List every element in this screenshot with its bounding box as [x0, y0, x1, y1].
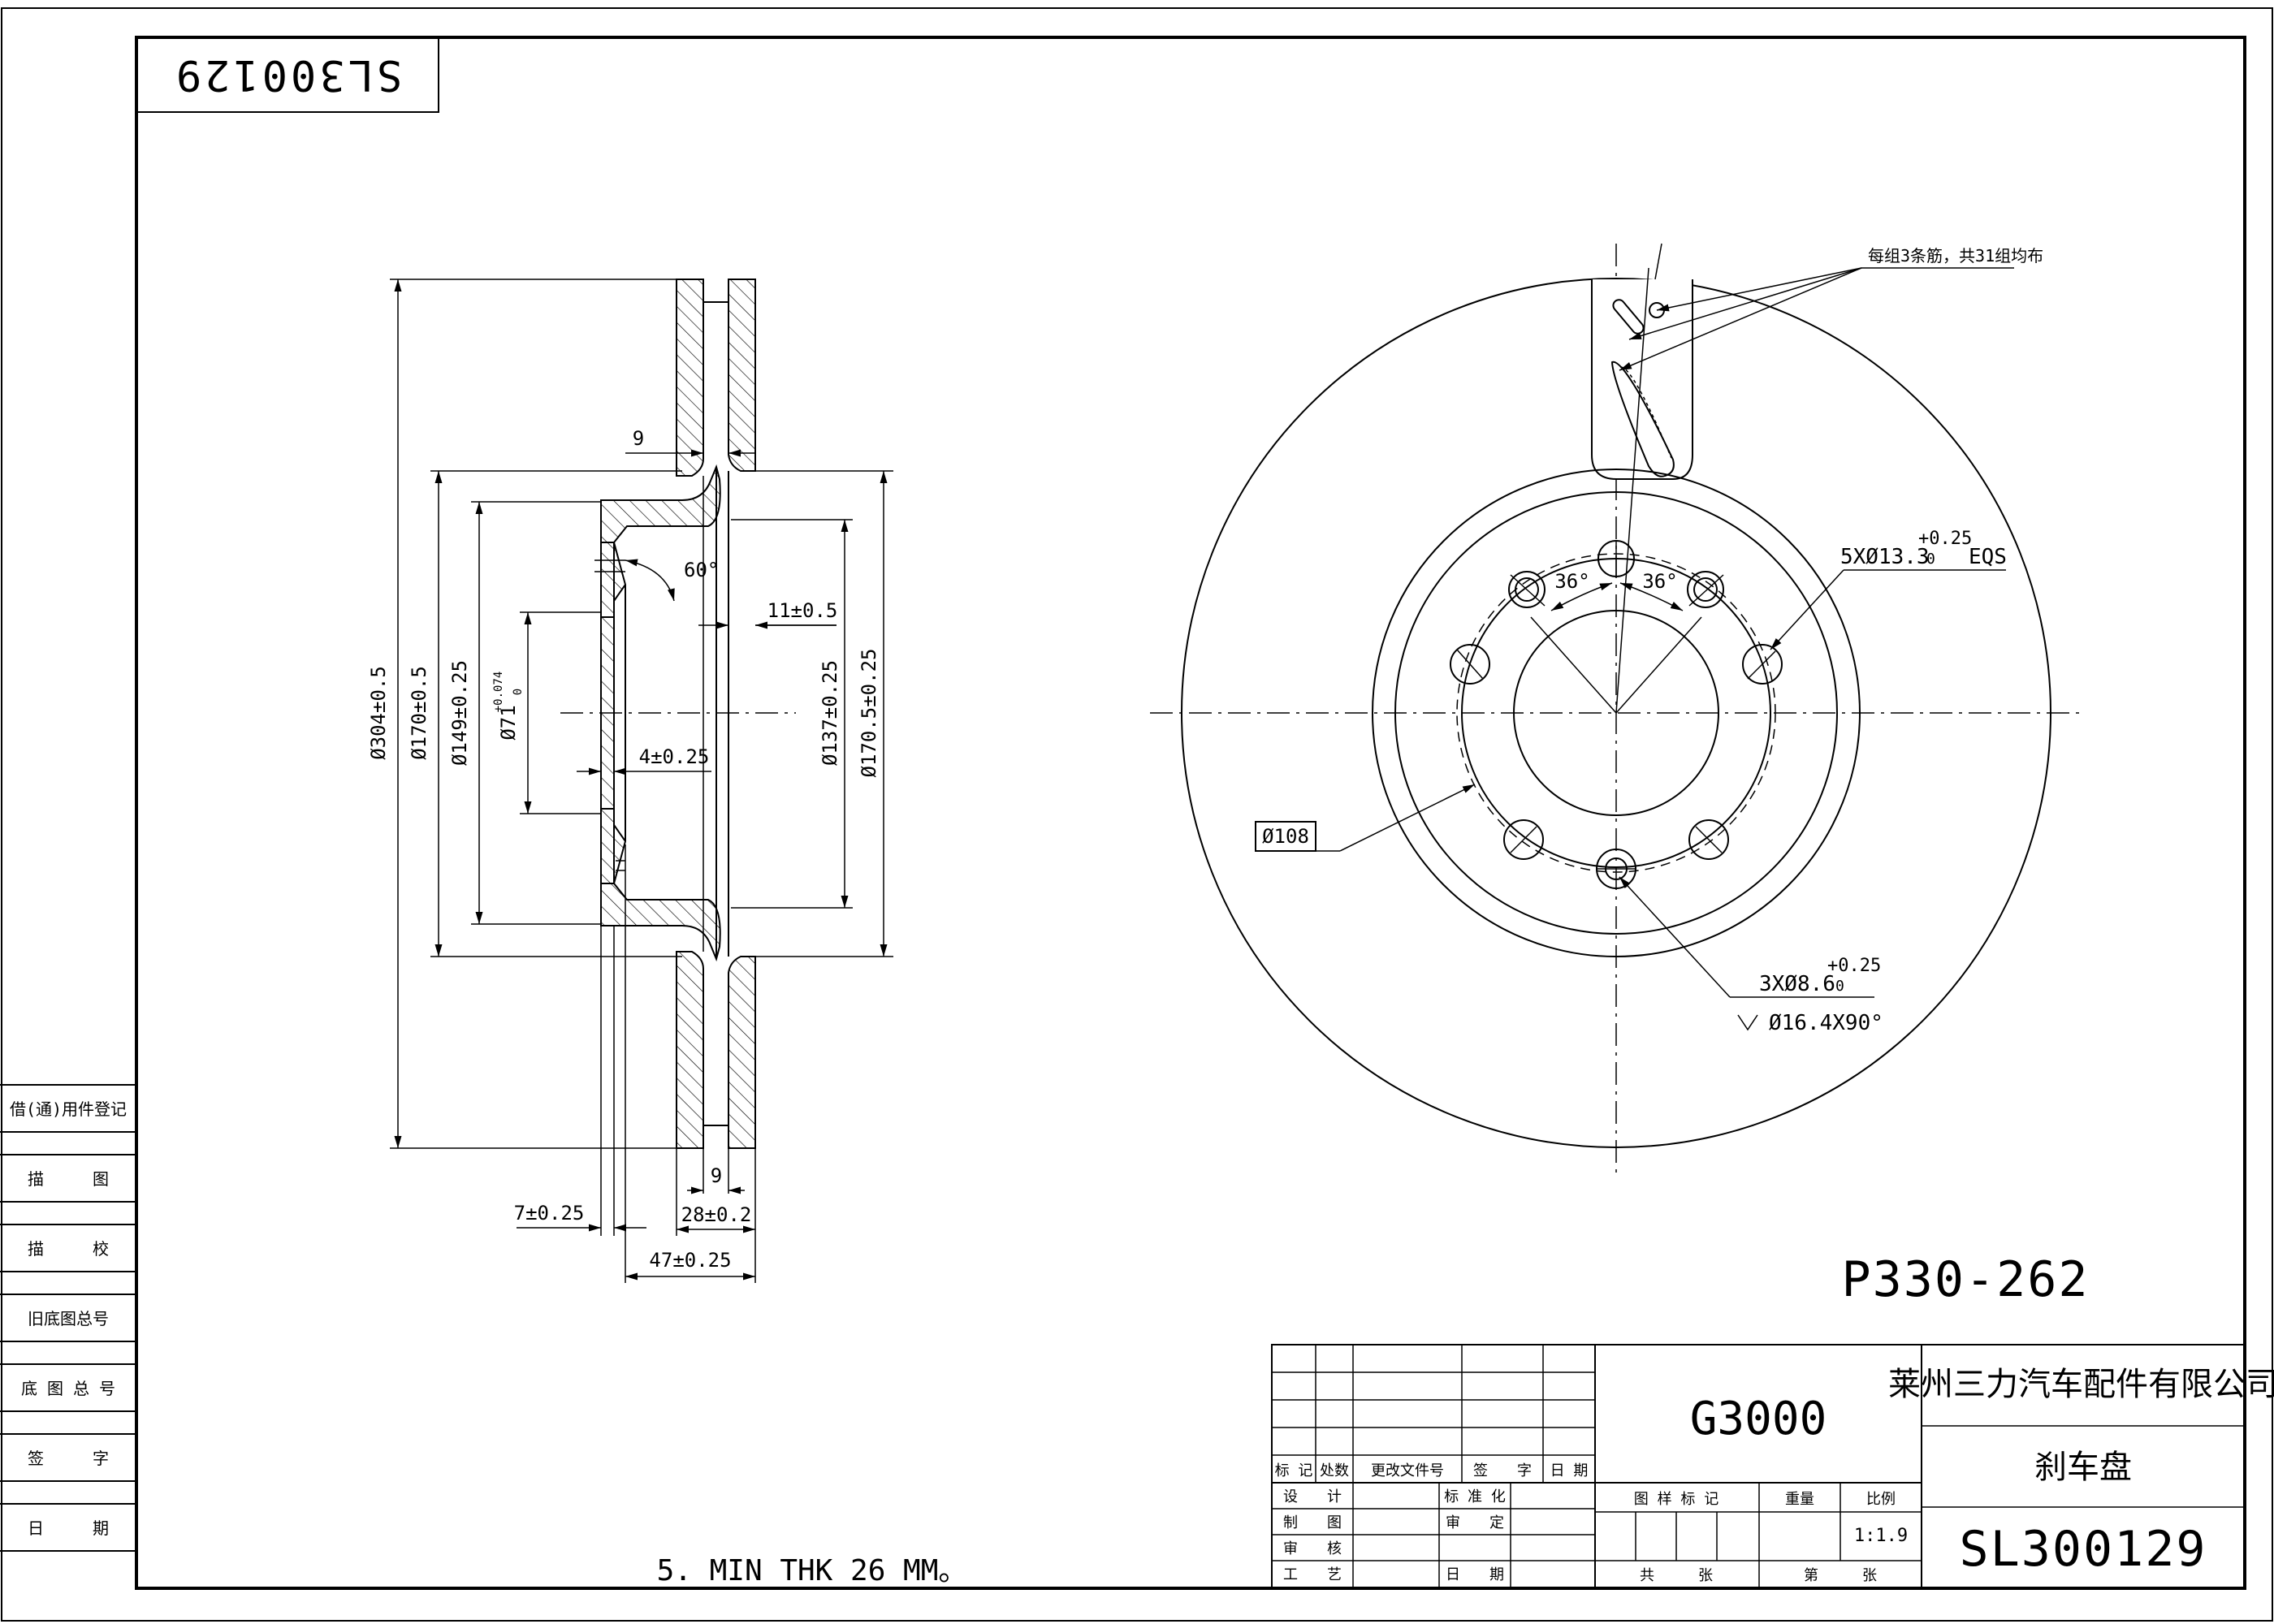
tb-review: 审 定: [1446, 1514, 1504, 1531]
dim-d170-5: Ø170.5±0.25: [858, 649, 880, 778]
tb-scale-value: 1:1.9: [1854, 1526, 1908, 1546]
holes3-tol-lower: 0: [1835, 978, 1844, 995]
strip-label-signature: 签 字: [28, 1449, 109, 1468]
outer-border: [1, 7, 2273, 1622]
angle-left: 36°: [1554, 570, 1589, 593]
bolt-holes: [1450, 540, 1783, 889]
dim-d71-tol-upper: +0.074: [492, 672, 505, 713]
dim-sixty: 60°: [684, 559, 719, 581]
dim-nine-bottom: 9: [711, 1164, 722, 1187]
holes5-tol-lower: 0: [1926, 551, 1935, 568]
part-name: 刹车盘: [2034, 1449, 2132, 1486]
holes5-tol-upper: +0.25: [1918, 529, 1972, 549]
company-name: 莱州三力汽车配件有限公司: [1888, 1366, 2274, 1403]
tb-draw: 制 图: [1283, 1514, 1342, 1531]
drawing-number: SL300129: [1960, 1521, 2207, 1578]
holes3-callout: 3XØ8.6: [1759, 972, 1835, 996]
tb-process: 工 艺: [1283, 1566, 1342, 1583]
countersink-callout: Ø16.4X90°: [1769, 1011, 1883, 1035]
rib-note: 每组3条筋，共31组均布: [1868, 246, 2043, 266]
pcd-label: Ø108: [1262, 825, 1309, 848]
holes3-tol-upper: +0.25: [1827, 956, 1881, 976]
rev-header-count: 处数: [1320, 1462, 1349, 1479]
dim-seven: 7±0.25: [514, 1202, 585, 1224]
front-view: 36° 36° 每组3条筋，共31组均布 5XØ13.3 +0.25 0 EQS…: [1150, 243, 2079, 1177]
rev-header-doc: 更改文件号: [1371, 1462, 1444, 1479]
dim-eleven: 11±0.5: [767, 599, 838, 622]
dim-d304: Ø304±0.5: [367, 666, 390, 760]
strip-label-register: 借(通)用件登记: [10, 1099, 127, 1119]
tb-standardize: 标 准 化: [1444, 1488, 1506, 1505]
dim-fortyseven: 47±0.25: [649, 1249, 731, 1272]
strip-label-date: 日 期: [28, 1518, 109, 1538]
title-block: 标 记 处数 更改文件号 签 字 日 期 设 计 制 图 审 核 工 艺 标 准…: [1271, 1344, 2274, 1589]
dim-d149: Ø149±0.25: [448, 660, 471, 766]
tb-total: 共 张: [1640, 1567, 1713, 1584]
tb-weight: 重量: [1785, 1491, 1814, 1508]
top-part-number-box: SL300129: [136, 37, 439, 113]
strip-label-old-number: 旧底图总号: [28, 1309, 109, 1328]
pcd-box: [1255, 821, 1316, 852]
dim-d170: Ø170±0.5: [408, 666, 430, 760]
drawing-frame: [135, 36, 2246, 1590]
angle-right: 36°: [1642, 570, 1677, 593]
rev-header-mark: 标 记: [1275, 1462, 1313, 1479]
holes5-suffix: EQS: [1969, 545, 2007, 569]
material: G3000: [1690, 1393, 1827, 1445]
tb-scale-label: 比例: [1866, 1491, 1896, 1508]
dim-d71-tol-lower: 0: [512, 689, 525, 695]
left-strip: 借(通)用件登记 描 图 描 校 旧底图总号 底 图 总 号 签 字 日 期: [0, 1084, 136, 1552]
dim-d71: Ø71: [497, 705, 520, 740]
tb-design: 设 计: [1283, 1488, 1342, 1505]
ref-number: P330-262: [1842, 1251, 2090, 1308]
strip-label-base-number: 底 图 总 号: [21, 1379, 115, 1398]
tb-check: 审 核: [1283, 1540, 1342, 1557]
strip-label-trace-check: 描 校: [28, 1239, 109, 1259]
tb-date: 日 期: [1446, 1566, 1504, 1583]
dim-d137: Ø137±0.25: [819, 660, 841, 766]
strip-label-trace: 描 图: [28, 1169, 109, 1189]
top-part-number: SL300129: [173, 50, 402, 99]
rev-header-date: 日 期: [1550, 1462, 1589, 1479]
section-view: Ø304±0.5 Ø170±0.5 Ø149±0.25 Ø71 +0.074 0…: [367, 279, 893, 1283]
dim-nine-top: 9: [633, 427, 644, 450]
dim-four: 4±0.25: [639, 745, 710, 768]
tb-sample-mark: 图 样 标 记: [1634, 1491, 1719, 1508]
min-thickness-note: 5. MIN THK 26 MM。: [657, 1554, 968, 1587]
dim-twentyeight: 28±0.2: [681, 1203, 752, 1226]
tb-sheet: 第 张: [1804, 1567, 1877, 1584]
rev-header-sign: 签 字: [1473, 1462, 1532, 1479]
holes5-callout: 5XØ13.3: [1840, 545, 1930, 569]
